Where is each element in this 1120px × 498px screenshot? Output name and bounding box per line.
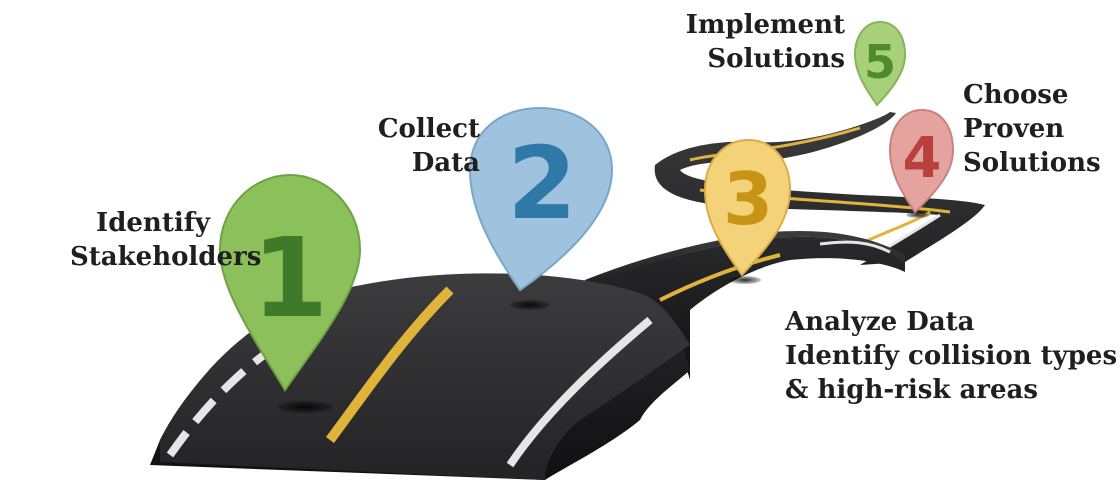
step-2-label: Collect Data bbox=[350, 112, 480, 180]
step-4-line-3: Solutions bbox=[963, 148, 1101, 178]
pin-4-shadow bbox=[906, 212, 930, 218]
pin-4: 4 bbox=[888, 108, 955, 214]
step-3-line-1: Analyze Data bbox=[785, 307, 975, 337]
pin-2: 2 bbox=[468, 106, 614, 292]
step-3-label: Analyze Data Identify collision types & … bbox=[785, 305, 1117, 407]
pin-1-shadow bbox=[277, 401, 333, 413]
road-near bbox=[150, 273, 690, 480]
pin-3-shadow bbox=[729, 276, 761, 284]
pin-3: 3 bbox=[703, 138, 792, 277]
pin-5: 5 bbox=[853, 20, 907, 107]
step-3-line-3: & high-risk areas bbox=[785, 375, 1039, 405]
pin-1: 1 bbox=[218, 173, 362, 392]
step-4-line-2: Proven bbox=[963, 114, 1065, 144]
pin-1-number: 1 bbox=[252, 214, 329, 342]
step-5-label: Implement Solutions bbox=[670, 8, 845, 76]
step-3-line-2: Identify collision types bbox=[785, 341, 1118, 371]
pin-3-number: 3 bbox=[723, 157, 773, 241]
step-1-line-2: Stakeholders bbox=[70, 242, 262, 272]
pin-2-number: 2 bbox=[507, 125, 577, 242]
step-5-line-1: Implement bbox=[685, 10, 845, 40]
step-2-line-1: Collect bbox=[377, 114, 480, 144]
step-4-label: Choose Proven Solutions bbox=[963, 78, 1101, 180]
pin-2-shadow bbox=[510, 300, 550, 310]
pin-5-number: 5 bbox=[864, 35, 896, 89]
step-4-line-1: Choose bbox=[963, 80, 1069, 110]
step-1-label: Identify Stakeholders bbox=[70, 206, 262, 274]
step-2-line-2: Data bbox=[411, 148, 480, 178]
step-5-line-2: Solutions bbox=[707, 44, 845, 74]
pin-4-number: 4 bbox=[903, 126, 942, 191]
step-1-line-1: Identify bbox=[96, 208, 210, 238]
